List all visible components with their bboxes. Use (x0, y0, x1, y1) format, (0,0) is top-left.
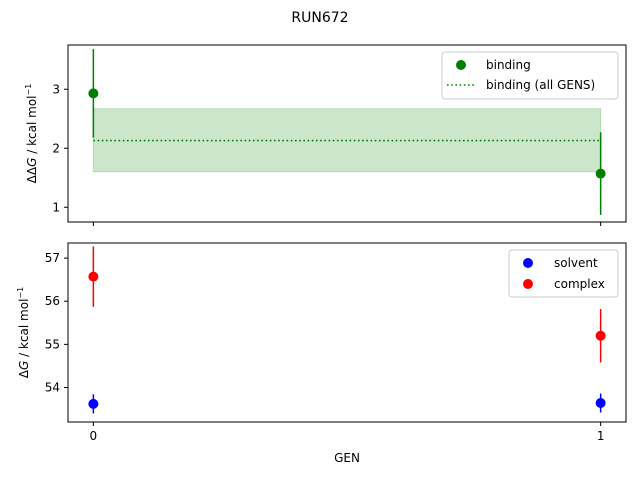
bottom-legend-solvent-marker (523, 258, 533, 268)
binding-point (595, 168, 606, 179)
top-y-tick-label: 1 (52, 200, 60, 214)
top-y-axis-label: ΔΔG / kcal mol−1 (24, 84, 39, 184)
bottom-y-tick-label: 54 (45, 380, 60, 394)
bottom-y-axis-label: ΔG / kcal mol−1 (16, 287, 31, 378)
bottom-legend-solvent-label: solvent (554, 256, 598, 270)
top-legend-binding-marker (456, 60, 466, 70)
x-tick-label-0: 0 (90, 429, 98, 443)
top-y-tick-label: 3 (52, 82, 60, 96)
top-panel-frame (67, 44, 627, 223)
chart-title: RUN672 (291, 10, 348, 26)
bottom-legend-complex-label: complex (554, 277, 605, 291)
top-legend-reference-label: binding (all GENS) (486, 78, 595, 92)
top-legend-binding-label: binding (486, 58, 531, 72)
x-tick-label-1: 1 (597, 429, 605, 443)
binding-point (88, 88, 99, 99)
complex-point (595, 330, 606, 341)
top-legend-box (441, 51, 619, 100)
x-axis-label: GEN (334, 451, 360, 465)
top-panel: 1 2 3 ΔΔG / kcal mol−1 binding binding (al… (24, 44, 627, 226)
bottom-legend-box (508, 249, 619, 298)
solvent-point (88, 398, 99, 409)
complex-point (88, 271, 99, 282)
top-y-tick-label: 2 (52, 141, 60, 155)
top-legend: binding binding (all GENS) (441, 51, 619, 100)
bottom-panel: 54 55 56 57 0 1 ΔG / kcal mol−1 solvent compl… (16, 242, 627, 443)
solvent-point (595, 398, 606, 409)
bottom-y-tick-label: 56 (45, 294, 60, 308)
bottom-legend: solvent complex (508, 249, 619, 298)
bottom-legend-complex-marker (523, 279, 533, 289)
bottom-y-tick-label: 57 (45, 251, 60, 265)
bottom-y-tick-label: 55 (45, 337, 60, 351)
bottom-panel-frame (67, 242, 627, 423)
